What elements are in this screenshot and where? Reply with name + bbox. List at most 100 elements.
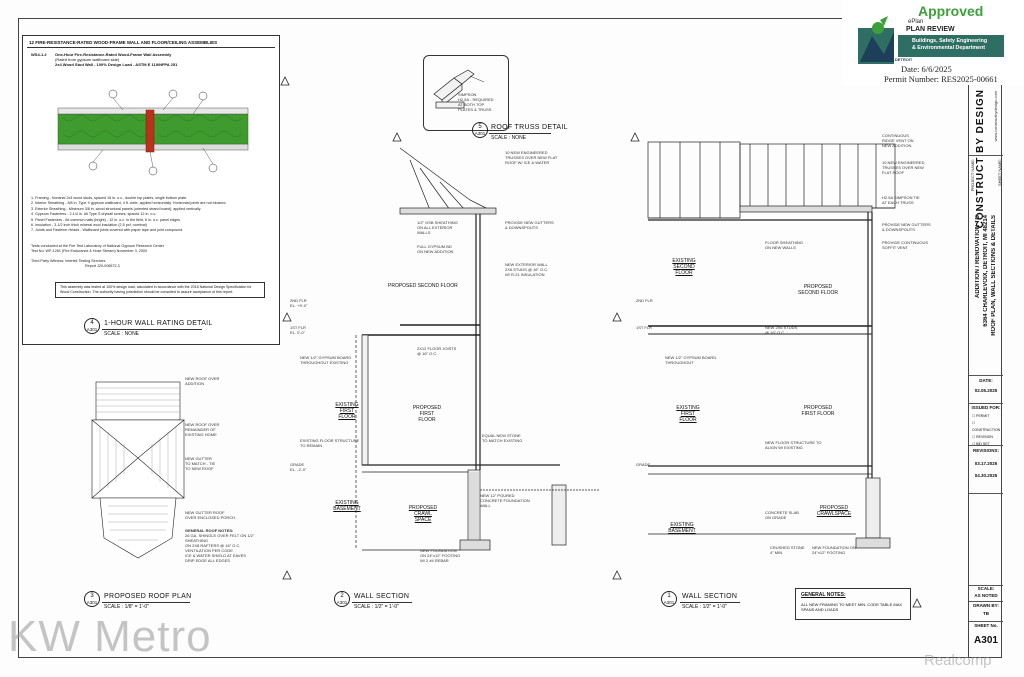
section-callout: PROVIDE NEW GUTTERS& DOWNSPOUTS	[505, 220, 554, 230]
section-callout: 2X12 FLOOR JOISTS@ 16" O.C.	[417, 346, 457, 356]
scale-value: AS NOTED	[974, 593, 998, 598]
sheet-no-value: A301	[974, 635, 998, 646]
rating-test: Third Party Witness: Intertek Testing Se…	[31, 258, 106, 263]
label-existing-first-floor: EXISTING FIRST FLOOR	[335, 402, 359, 420]
rating-test: Test No: WP-1261 (Fire Endurance & Hose …	[31, 249, 148, 254]
level-marker: GRADE	[636, 462, 651, 467]
rating-test: Tests conducted at the Fire Test Laborat…	[31, 244, 164, 248]
drawn-label: DRAWN BY:	[973, 603, 999, 608]
detail-number: 1	[667, 593, 671, 599]
stamp-approved: Approved	[918, 3, 984, 19]
detail-sheet: A301	[86, 327, 98, 332]
detail-sheet: A301	[336, 600, 348, 605]
detail-number: 4	[90, 320, 94, 326]
tb-drawn-cell: DRAWN BY: TB	[969, 601, 1003, 622]
rating-notes: 1. Framing - Nominal 2x4 wood studs, spa…	[31, 196, 271, 234]
section-callout: PROVIDE NEW GUTTERS& DOWNSPOUTS	[882, 222, 931, 232]
detail-scale-5: SCALE : NONE	[491, 135, 527, 141]
label-proposed-crawlspace: PROPOSED CRAWLSPACE	[816, 505, 852, 517]
issued-label: ISSUED FOR:	[971, 405, 1001, 410]
general-notes-title: GENERAL NOTES:	[801, 592, 846, 598]
stamp-city: CITY OF DETROIT	[878, 57, 913, 62]
revision-triangle-icon	[282, 312, 292, 322]
realcomp-watermark: Realcomp	[924, 652, 992, 669]
revision-triangle-icon	[282, 570, 292, 580]
truss-graphic	[433, 69, 485, 109]
stamp-date: Date: 6/6/2025	[901, 64, 952, 74]
detail-sheet: A301	[663, 600, 675, 605]
roof-plan-graphic	[91, 381, 185, 559]
revision-triangle-icon	[612, 312, 622, 322]
detail-title-2: WALL SECTION	[354, 593, 410, 600]
wall-section-1-graphic	[647, 141, 896, 549]
wall-section-2-graphic	[355, 147, 600, 551]
detail-number: 2	[340, 593, 344, 599]
issued-item-label: CONSTRUCTION	[972, 428, 1001, 432]
stamp-dept-box: Buildings, Safety Engineering & Environm…	[898, 35, 1004, 57]
label-existing-second-floor: EXISTING SECOND FLOOR	[672, 258, 696, 276]
rating-note: 3. Exterior Sheathing - Minimum 3/8 in. …	[31, 206, 202, 211]
tb-blank-cell	[969, 493, 1003, 586]
tb-scale-cell: SCALE: AS NOTED	[969, 585, 1003, 602]
rating-divider	[27, 47, 275, 48]
detail-marker-3: 3 A301	[84, 591, 100, 607]
issued-item: ☐ PERMIT	[972, 414, 990, 418]
revision-triangle-icon	[630, 132, 640, 142]
detail-underline	[352, 602, 412, 603]
label-proposed-crawl-space: PROPOSED CRAWL SPACE	[408, 505, 438, 523]
rating-test: Report J20-006572.3	[85, 264, 120, 269]
rating-subtitle-3: 2x4 Wood Stud Wall - 100% Design Load - …	[55, 62, 178, 67]
rating-panel: 12 FIRE-RESISTANCE-RATED WOOD-FRAME WALL…	[22, 35, 280, 345]
project-line-1: ADDITION / RENOVATION TO	[975, 215, 981, 299]
rating-note: 4. Gypsum Fasteners - 2-1/4 in. #6 Type …	[31, 212, 157, 217]
detail-title-3: PROPOSED ROOF PLAN	[104, 593, 192, 600]
revision-2: 04.30.2025	[974, 473, 998, 478]
roof-plan-general-notes: GENERAL ROOF NOTES:26 GA. SHINGLE OVER F…	[185, 528, 255, 563]
revisions-label: REVISIONS:	[972, 448, 999, 453]
rating-note: 6. Insulation - 3-1/2 inch thick mineral…	[31, 223, 147, 228]
issued-item: ☐ CONSTRUCTION	[972, 421, 1001, 432]
label-proposed-first-floor: PROPOSED FIRST FLOOR	[412, 405, 442, 423]
section-callout: NEW 2X6 STUDS@ 16" O.C.	[765, 325, 798, 335]
stamp-eplan: ePlan	[908, 19, 924, 25]
detail-sheet: A301	[86, 600, 98, 605]
stamp-dept-line2: & Environmental Department	[912, 45, 985, 51]
label-existing-basement: EXISTING BASEMENT	[333, 500, 361, 512]
detail-marker-5: 5 A301	[472, 122, 488, 138]
tb-firm-cell: CONSTRUCT BY DESIGN www.constructbydesig…	[969, 85, 1003, 228]
sheet-name-label: SHEET NAME:	[997, 159, 1002, 187]
revision-1: 03.17.2025	[974, 461, 998, 466]
label-proposed-second-floor: PROPOSED SECOND FLOOR	[388, 283, 458, 289]
title-block: CONSTRUCT BY DESIGN www.constructbydesig…	[968, 85, 1003, 658]
detail-underline	[102, 602, 190, 603]
rating-note: 2. Interior Sheathing - 5/8 in. Type X g…	[31, 201, 227, 206]
revision-triangle-icon	[280, 76, 290, 86]
rating-subtitle-2: (Rated from gypsum wallboard side)	[55, 57, 120, 62]
sheet-border	[18, 18, 1002, 658]
detail-scale-1: SCALE : 1/2" = 1'-0"	[682, 604, 727, 610]
stamp-dept-line1: Buildings, Safety Engineering	[912, 38, 988, 44]
rating-footnote: This assembly was tested at 100% design …	[55, 282, 265, 298]
issued-item-label: REVISION	[976, 435, 993, 439]
detail-scale-3: SCALE : 1/8" = 1'-0"	[104, 604, 149, 610]
drawn-value: TB	[983, 611, 989, 616]
